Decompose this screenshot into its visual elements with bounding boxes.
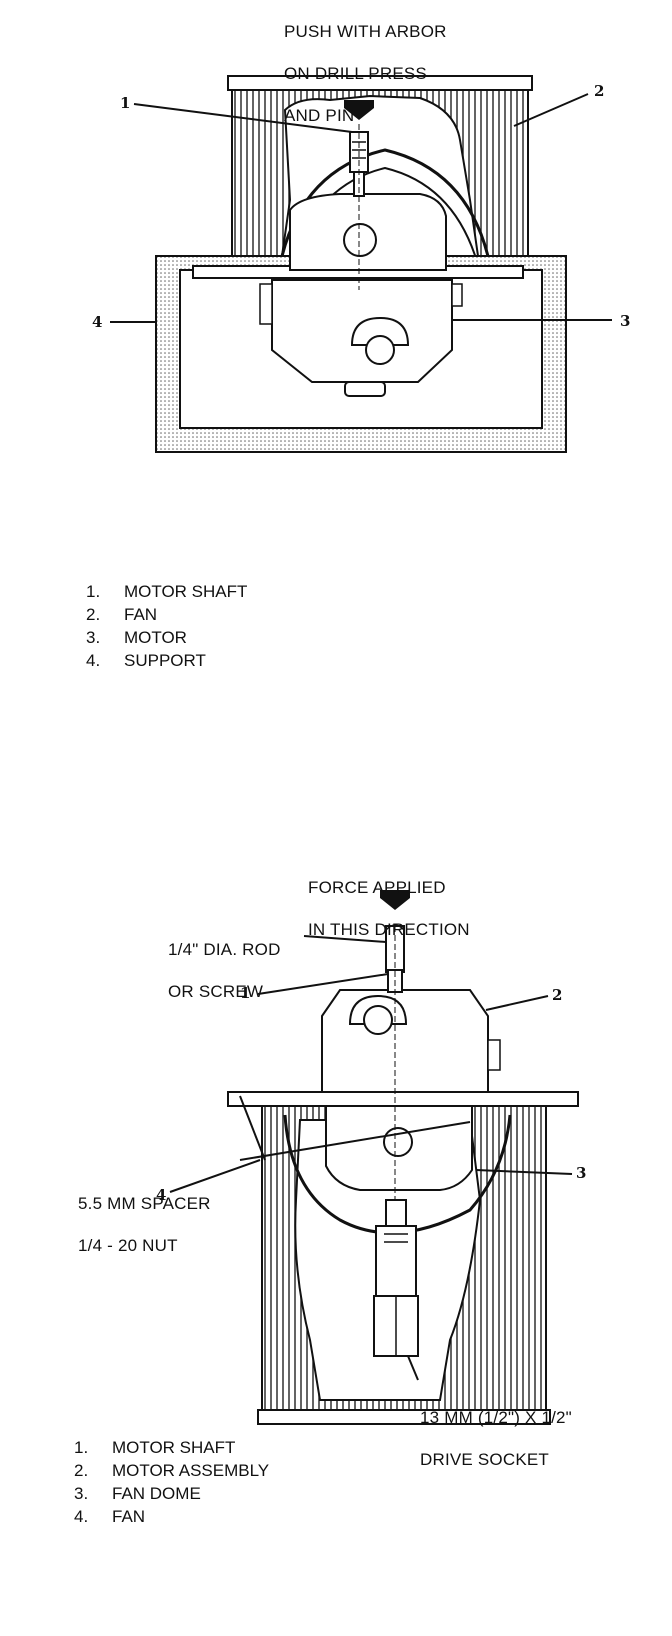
push-arrow (344, 100, 374, 120)
rod (385, 924, 405, 1290)
instruction-line: AND PIN (284, 106, 355, 125)
callout-3: 3 (620, 312, 631, 330)
legend-item: 2.MOTOR ASSEMBLY (74, 1461, 270, 1480)
leader-2 (513, 93, 589, 127)
force-arrow (380, 890, 410, 910)
leader-1 (257, 973, 389, 995)
motor-shaft (349, 124, 369, 290)
instruction-text: PUSH WITH ARBOR ON DRILL PRESS AND PIN (284, 0, 447, 147)
callout-4: 4 (92, 313, 103, 331)
rod-label-line: 1/4" DIA. ROD (168, 940, 281, 959)
socket-label-line: DRIVE SOCKET (420, 1450, 549, 1469)
legend-item: 2.FAN (86, 605, 158, 624)
leader-spacer-a (239, 1095, 266, 1161)
leader-2 (485, 995, 549, 1011)
legend-item: 4.FAN (74, 1507, 146, 1526)
callout-1: 1 (120, 94, 131, 112)
diagram1-illustration (110, 75, 612, 453)
socket-label-line: 13 MM (1/2") X 1/2" (420, 1408, 572, 1427)
instruction-line: PUSH WITH ARBOR (284, 22, 447, 41)
leader-4 (169, 1159, 261, 1193)
legend-item: 3.MOTOR (86, 628, 187, 647)
spacer-label-line: 1/4 - 20 NUT (78, 1236, 178, 1255)
legend: 1.MOTOR SHAFT 2.FAN 3.MOTOR 4.SUPPORT (86, 580, 247, 672)
rod-label-line: OR SCREW (168, 982, 264, 1001)
instruction-line: IN THIS DIRECTION (308, 920, 470, 939)
legend-item: 4.SUPPORT (86, 651, 206, 670)
drive-socket (373, 1199, 419, 1357)
callout-4: 4 (156, 1186, 167, 1204)
legend-item: 3.FAN DOME (74, 1484, 201, 1503)
spacer-label: 5.5 MM SPACER 1/4 - 20 NUT (78, 1172, 211, 1277)
diagram-motor-removal-socket: FORCE APPLIED IN THIS DIRECTION 1/4" DIA… (0, 870, 672, 1469)
leader-socket (407, 1355, 419, 1381)
fan-plate (227, 1091, 579, 1107)
diagram2-illustration (169, 890, 579, 1425)
leader-rod (303, 935, 387, 943)
socket-label: 13 MM (1/2") X 1/2" DRIVE SOCKET (420, 1386, 572, 1491)
diagram-fan-removal-arbor: PUSH WITH ARBOR ON DRILL PRESS AND PIN 1… (0, 0, 672, 720)
leader-spacer-b (239, 1121, 471, 1161)
leader-3 (475, 1169, 573, 1175)
callout-3: 3 (576, 1164, 587, 1182)
callout-2: 2 (594, 82, 605, 100)
instruction-text: FORCE APPLIED IN THIS DIRECTION (308, 856, 470, 961)
legend-2: 1.MOTOR SHAFT 2.MOTOR ASSEMBLY 3.FAN DOM… (74, 1436, 269, 1528)
motor (259, 193, 463, 397)
rod-label: 1/4" DIA. ROD OR SCREW (168, 918, 281, 1023)
instruction-line: ON DRILL PRESS (284, 64, 427, 83)
spacer-label-line: 5.5 MM SPACER (78, 1194, 211, 1213)
instruction-line: FORCE APPLIED (308, 878, 446, 897)
legend-item: 1.MOTOR SHAFT (74, 1438, 236, 1457)
callout-1: 1 (240, 984, 251, 1002)
legend-item: 1.MOTOR SHAFT (86, 582, 248, 601)
callout-2: 2 (552, 986, 563, 1004)
leader-1 (133, 103, 353, 133)
